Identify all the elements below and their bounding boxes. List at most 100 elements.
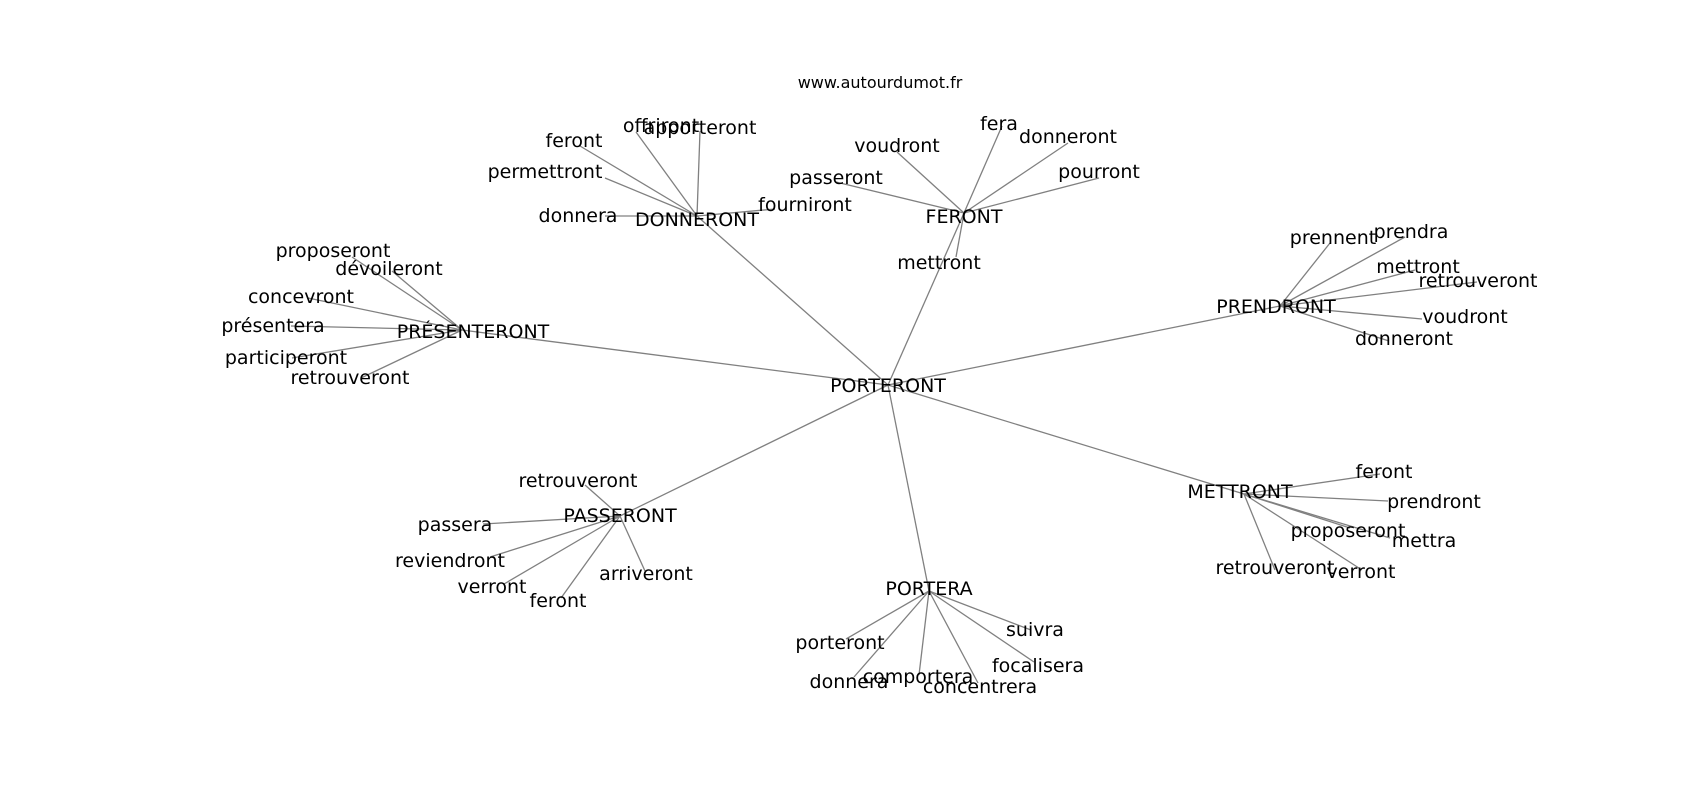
edge-center-to-cluster bbox=[887, 305, 1281, 386]
leaf-node-label: offriront bbox=[623, 115, 699, 137]
leaf-node-label: feront bbox=[530, 590, 587, 612]
leaf-node-label: prennent bbox=[1290, 227, 1376, 249]
leaf-node-label: feront bbox=[1356, 461, 1413, 483]
leaf-node-label: suivra bbox=[1006, 619, 1064, 641]
edge-cluster-to-leaf bbox=[1279, 305, 1390, 342]
leaf-node-label: feront bbox=[546, 130, 603, 152]
leaf-node-label: retrouveront bbox=[1418, 270, 1537, 292]
graph-labels: PORTERONT DONNERONT donnera permettront fero… bbox=[221, 113, 1537, 698]
leaf-node-label: prendra bbox=[1374, 221, 1449, 243]
edge-cluster-to-leaf bbox=[918, 590, 930, 676]
cluster-node-label: PORTERA bbox=[885, 578, 972, 600]
edge-cluster-to-leaf bbox=[1243, 493, 1276, 571]
leaf-node-label: porteront bbox=[795, 632, 884, 654]
leaf-node-label: voudront bbox=[854, 135, 939, 157]
edge-cluster-to-leaf bbox=[360, 329, 463, 379]
leaf-node-label: donnera bbox=[539, 205, 618, 227]
edge-cluster-to-leaf bbox=[560, 515, 621, 599]
leaf-node-label: reviendront bbox=[395, 550, 505, 572]
edge-cluster-to-leaf bbox=[584, 484, 621, 517]
leaf-node-label: pourront bbox=[1058, 161, 1140, 183]
edge-cluster-to-leaf bbox=[896, 151, 965, 214]
cluster-node-label: PRÉSENTERONT bbox=[397, 320, 550, 343]
leaf-node-label: donneront bbox=[1355, 328, 1453, 350]
edge-cluster-to-leaf bbox=[482, 515, 621, 525]
leaf-node-label: passeront bbox=[789, 167, 883, 189]
edge-cluster-to-leaf bbox=[963, 125, 1003, 214]
leaf-node-label: voudront bbox=[1422, 306, 1507, 328]
leaf-node-label: mettront bbox=[1376, 256, 1460, 278]
leaf-node-label: fera bbox=[980, 113, 1018, 135]
edge-cluster-to-leaf bbox=[1243, 493, 1389, 502]
leaf-node-label: proposeront bbox=[1291, 520, 1406, 542]
edge-center-to-cluster bbox=[461, 329, 889, 386]
edge-center-to-cluster bbox=[887, 384, 1245, 495]
leaf-node-label: comportera bbox=[863, 666, 974, 688]
edge-cluster-to-leaf bbox=[696, 130, 701, 217]
edge-cluster-to-leaf bbox=[963, 177, 1100, 214]
cluster-node-label: DONNERONT bbox=[635, 209, 759, 231]
edge-cluster-to-leaf bbox=[635, 131, 698, 217]
edge-cluster-to-leaf bbox=[1279, 305, 1423, 320]
edge-cluster-to-leaf bbox=[928, 590, 1032, 631]
leaf-node-label: verront bbox=[458, 576, 527, 598]
leaf-node-label: dévoileront bbox=[335, 258, 442, 280]
edge-cluster-to-leaf bbox=[853, 590, 930, 678]
leaf-node-label: concentrera bbox=[923, 676, 1037, 698]
edge-cluster-to-leaf bbox=[503, 515, 621, 585]
edge-cluster-to-leaf bbox=[619, 515, 646, 572]
edge-cluster-to-leaf bbox=[1243, 493, 1363, 571]
edge-cluster-to-leaf bbox=[489, 515, 621, 558]
edge-cluster-to-leaf bbox=[291, 329, 463, 359]
source-url: www.autourdumot.fr bbox=[798, 73, 963, 92]
edge-cluster-to-leaf bbox=[955, 212, 965, 258]
leaf-node-label: verront bbox=[1327, 561, 1396, 583]
edge-cluster-to-leaf bbox=[579, 145, 698, 217]
edge-cluster-to-leaf bbox=[290, 325, 463, 331]
leaf-node-label: retrouveront bbox=[518, 470, 637, 492]
leaf-node-label: retrouveront bbox=[1215, 557, 1334, 579]
leaf-node-label: concevront bbox=[248, 286, 354, 308]
edge-cluster-to-leaf bbox=[391, 270, 463, 331]
edge-cluster-to-leaf bbox=[1279, 242, 1331, 307]
edge-cluster-to-leaf bbox=[1279, 269, 1416, 307]
leaf-node-label: prendront bbox=[1387, 491, 1481, 513]
edge-cluster-to-leaf bbox=[696, 208, 776, 217]
edge-center-to-cluster bbox=[887, 384, 930, 592]
leaf-node-label: présentera bbox=[221, 315, 324, 337]
leaf-node-label: mettront bbox=[897, 252, 981, 274]
leaf-node-label: permettront bbox=[488, 161, 603, 183]
edge-cluster-to-leaf bbox=[835, 181, 965, 214]
edge-cluster-to-leaf bbox=[1279, 236, 1406, 307]
leaf-node-label: focalisera bbox=[992, 655, 1084, 677]
cluster-node-label: PRENDRONT bbox=[1216, 296, 1336, 318]
leaf-node-label: fourniront bbox=[758, 194, 852, 216]
leaf-node-label: arriveront bbox=[599, 563, 693, 585]
edge-center-to-cluster bbox=[619, 384, 889, 517]
edge-cluster-to-leaf bbox=[1243, 473, 1381, 495]
edge-cluster-to-leaf bbox=[963, 142, 1069, 214]
leaf-node-label: donnera bbox=[810, 671, 889, 693]
leaf-node-label: donneront bbox=[1019, 126, 1117, 148]
cluster-node-label: METTRONT bbox=[1187, 481, 1293, 503]
edge-cluster-to-leaf bbox=[928, 590, 1035, 663]
leaf-node-label: apporteront bbox=[644, 117, 757, 139]
edge-center-to-cluster bbox=[887, 212, 965, 386]
graph-edges bbox=[290, 125, 1478, 684]
center-node-label: PORTERONT bbox=[830, 375, 946, 397]
leaf-node-label: mettra bbox=[1392, 530, 1457, 552]
edge-cluster-to-leaf bbox=[928, 590, 979, 684]
cluster-node-label: FERONT bbox=[926, 206, 1003, 228]
edge-center-to-cluster bbox=[696, 215, 889, 386]
leaf-node-label: passera bbox=[418, 514, 493, 536]
edge-cluster-to-leaf bbox=[1279, 281, 1478, 307]
leaf-node-label: proposeront bbox=[276, 240, 391, 262]
leaf-node-label: participeront bbox=[225, 347, 347, 369]
edge-cluster-to-leaf bbox=[307, 297, 463, 331]
cluster-node-label: PASSERONT bbox=[563, 505, 677, 527]
edge-cluster-to-leaf bbox=[1243, 493, 1391, 539]
leaf-node-label: retrouveront bbox=[290, 367, 409, 389]
edge-cluster-to-leaf bbox=[845, 590, 930, 640]
edge-cluster-to-leaf bbox=[604, 177, 698, 217]
